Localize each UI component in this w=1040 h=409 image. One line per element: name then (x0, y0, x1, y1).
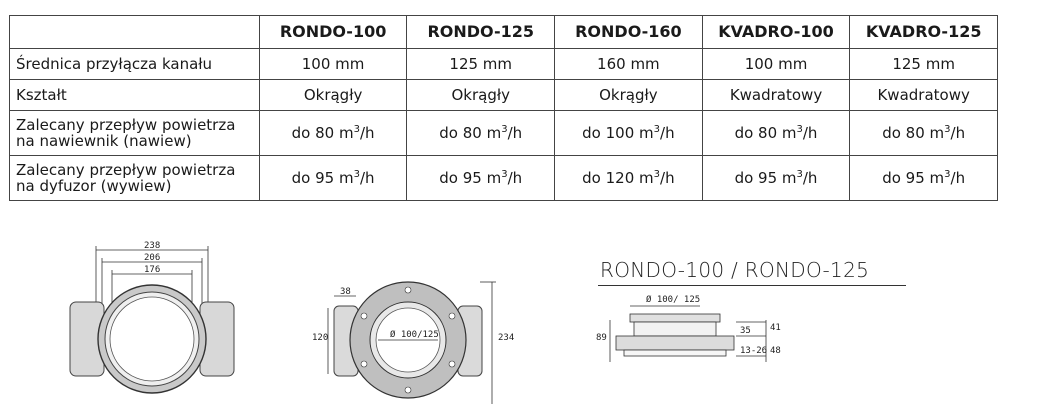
table-header-row: RONDO-100 RONDO-125 RONDO-160 KVADRO-100… (9, 15, 998, 49)
spec-table: RONDO-100 RONDO-125 RONDO-160 KVADRO-100… (9, 15, 998, 201)
table-cell: Okrągły (258, 79, 408, 111)
table-cell: do 100 m3/h (554, 110, 703, 156)
table-cell: 125 mm (849, 48, 998, 80)
dim-height-left-label: 120 (312, 333, 328, 343)
side-dim-total-label: 89 (596, 333, 607, 343)
table-row: Kształt Okrągły Okrągły Okrągły Kwadrato… (9, 79, 998, 111)
row-label-line: na dyfuzor (wywiew) (16, 177, 172, 195)
top-view-drawing: 38 120 234 Ø 100/125 (312, 281, 514, 404)
side-view-title: RONDO-100 / RONDO-125 (600, 258, 870, 282)
dim-inner-label: 176 (144, 265, 160, 275)
dim-width-label: 38 (340, 287, 351, 297)
table-cell: Kwadratowy (849, 79, 998, 111)
header-cell: KVADRO-100 (701, 15, 851, 49)
table-cell: do 120 m3/h (554, 155, 703, 201)
side-dim-upper-right-label: 41 (770, 323, 781, 333)
table-cell: 100 mm (701, 48, 851, 80)
table-cell: do 80 m3/h (406, 110, 556, 156)
dim-outer-label: 238 (144, 241, 160, 251)
front-view-drawing: 238 206 176 (69, 241, 235, 394)
table-cell: Okrągły (554, 79, 703, 111)
side-dim-lower-right-label: 48 (770, 346, 781, 356)
table-cell: do 95 m3/h (849, 155, 998, 201)
row-label-line: Zalecany przepływ powietrza (16, 161, 236, 179)
row-label-line: na nawiewnik (nawiew) (16, 132, 192, 150)
table-cell: Okrągły (406, 79, 556, 111)
row-label: Średnica przyłącza kanału (9, 48, 260, 80)
header-cell: RONDO-125 (406, 15, 556, 49)
table-row: Zalecany przepływ powietrza na nawiewnik… (9, 110, 998, 156)
table-cell: do 95 m3/h (258, 155, 408, 201)
table-row: Średnica przyłącza kanału 100 mm 125 mm … (9, 48, 998, 80)
table-cell: 100 mm (258, 48, 408, 80)
table-cell: Kwadratowy (701, 79, 851, 111)
table-row: Zalecany przepływ powietrza na dyfuzor (… (9, 155, 998, 201)
dim-diameter-label: Ø 100/125 (390, 329, 439, 340)
row-label-line: Zalecany przepływ powietrza (16, 116, 236, 134)
side-dim-diameter-label: Ø 100/ 125 (646, 294, 700, 305)
dim-height-right-label: 234 (498, 333, 514, 343)
table-cell: 125 mm (406, 48, 556, 80)
header-cell: RONDO-100 (258, 15, 408, 49)
table-cell: do 80 m3/h (849, 110, 998, 156)
dim-mid-label: 206 (144, 253, 160, 263)
row-label: Kształt (9, 79, 260, 111)
row-label: Zalecany przepływ powietrza na nawiewnik… (9, 110, 260, 156)
header-cell: RONDO-160 (554, 15, 703, 49)
header-cell: KVADRO-125 (849, 15, 998, 49)
side-view-drawing: Ø 100/ 125 89 35 41 13-26 48 (596, 294, 781, 362)
table-cell: do 80 m3/h (258, 110, 408, 156)
row-label: Zalecany przepływ powietrza na dyfuzor (… (9, 155, 260, 201)
table-cell: do 80 m3/h (701, 110, 851, 156)
table-cell: do 95 m3/h (701, 155, 851, 201)
header-cell-empty (9, 15, 260, 49)
side-dim-upper-label: 35 (740, 326, 751, 336)
title-underline (598, 285, 906, 286)
side-dim-lower-label: 13-26 (740, 346, 767, 356)
table-cell: 160 mm (554, 48, 703, 80)
table-cell: do 95 m3/h (406, 155, 556, 201)
